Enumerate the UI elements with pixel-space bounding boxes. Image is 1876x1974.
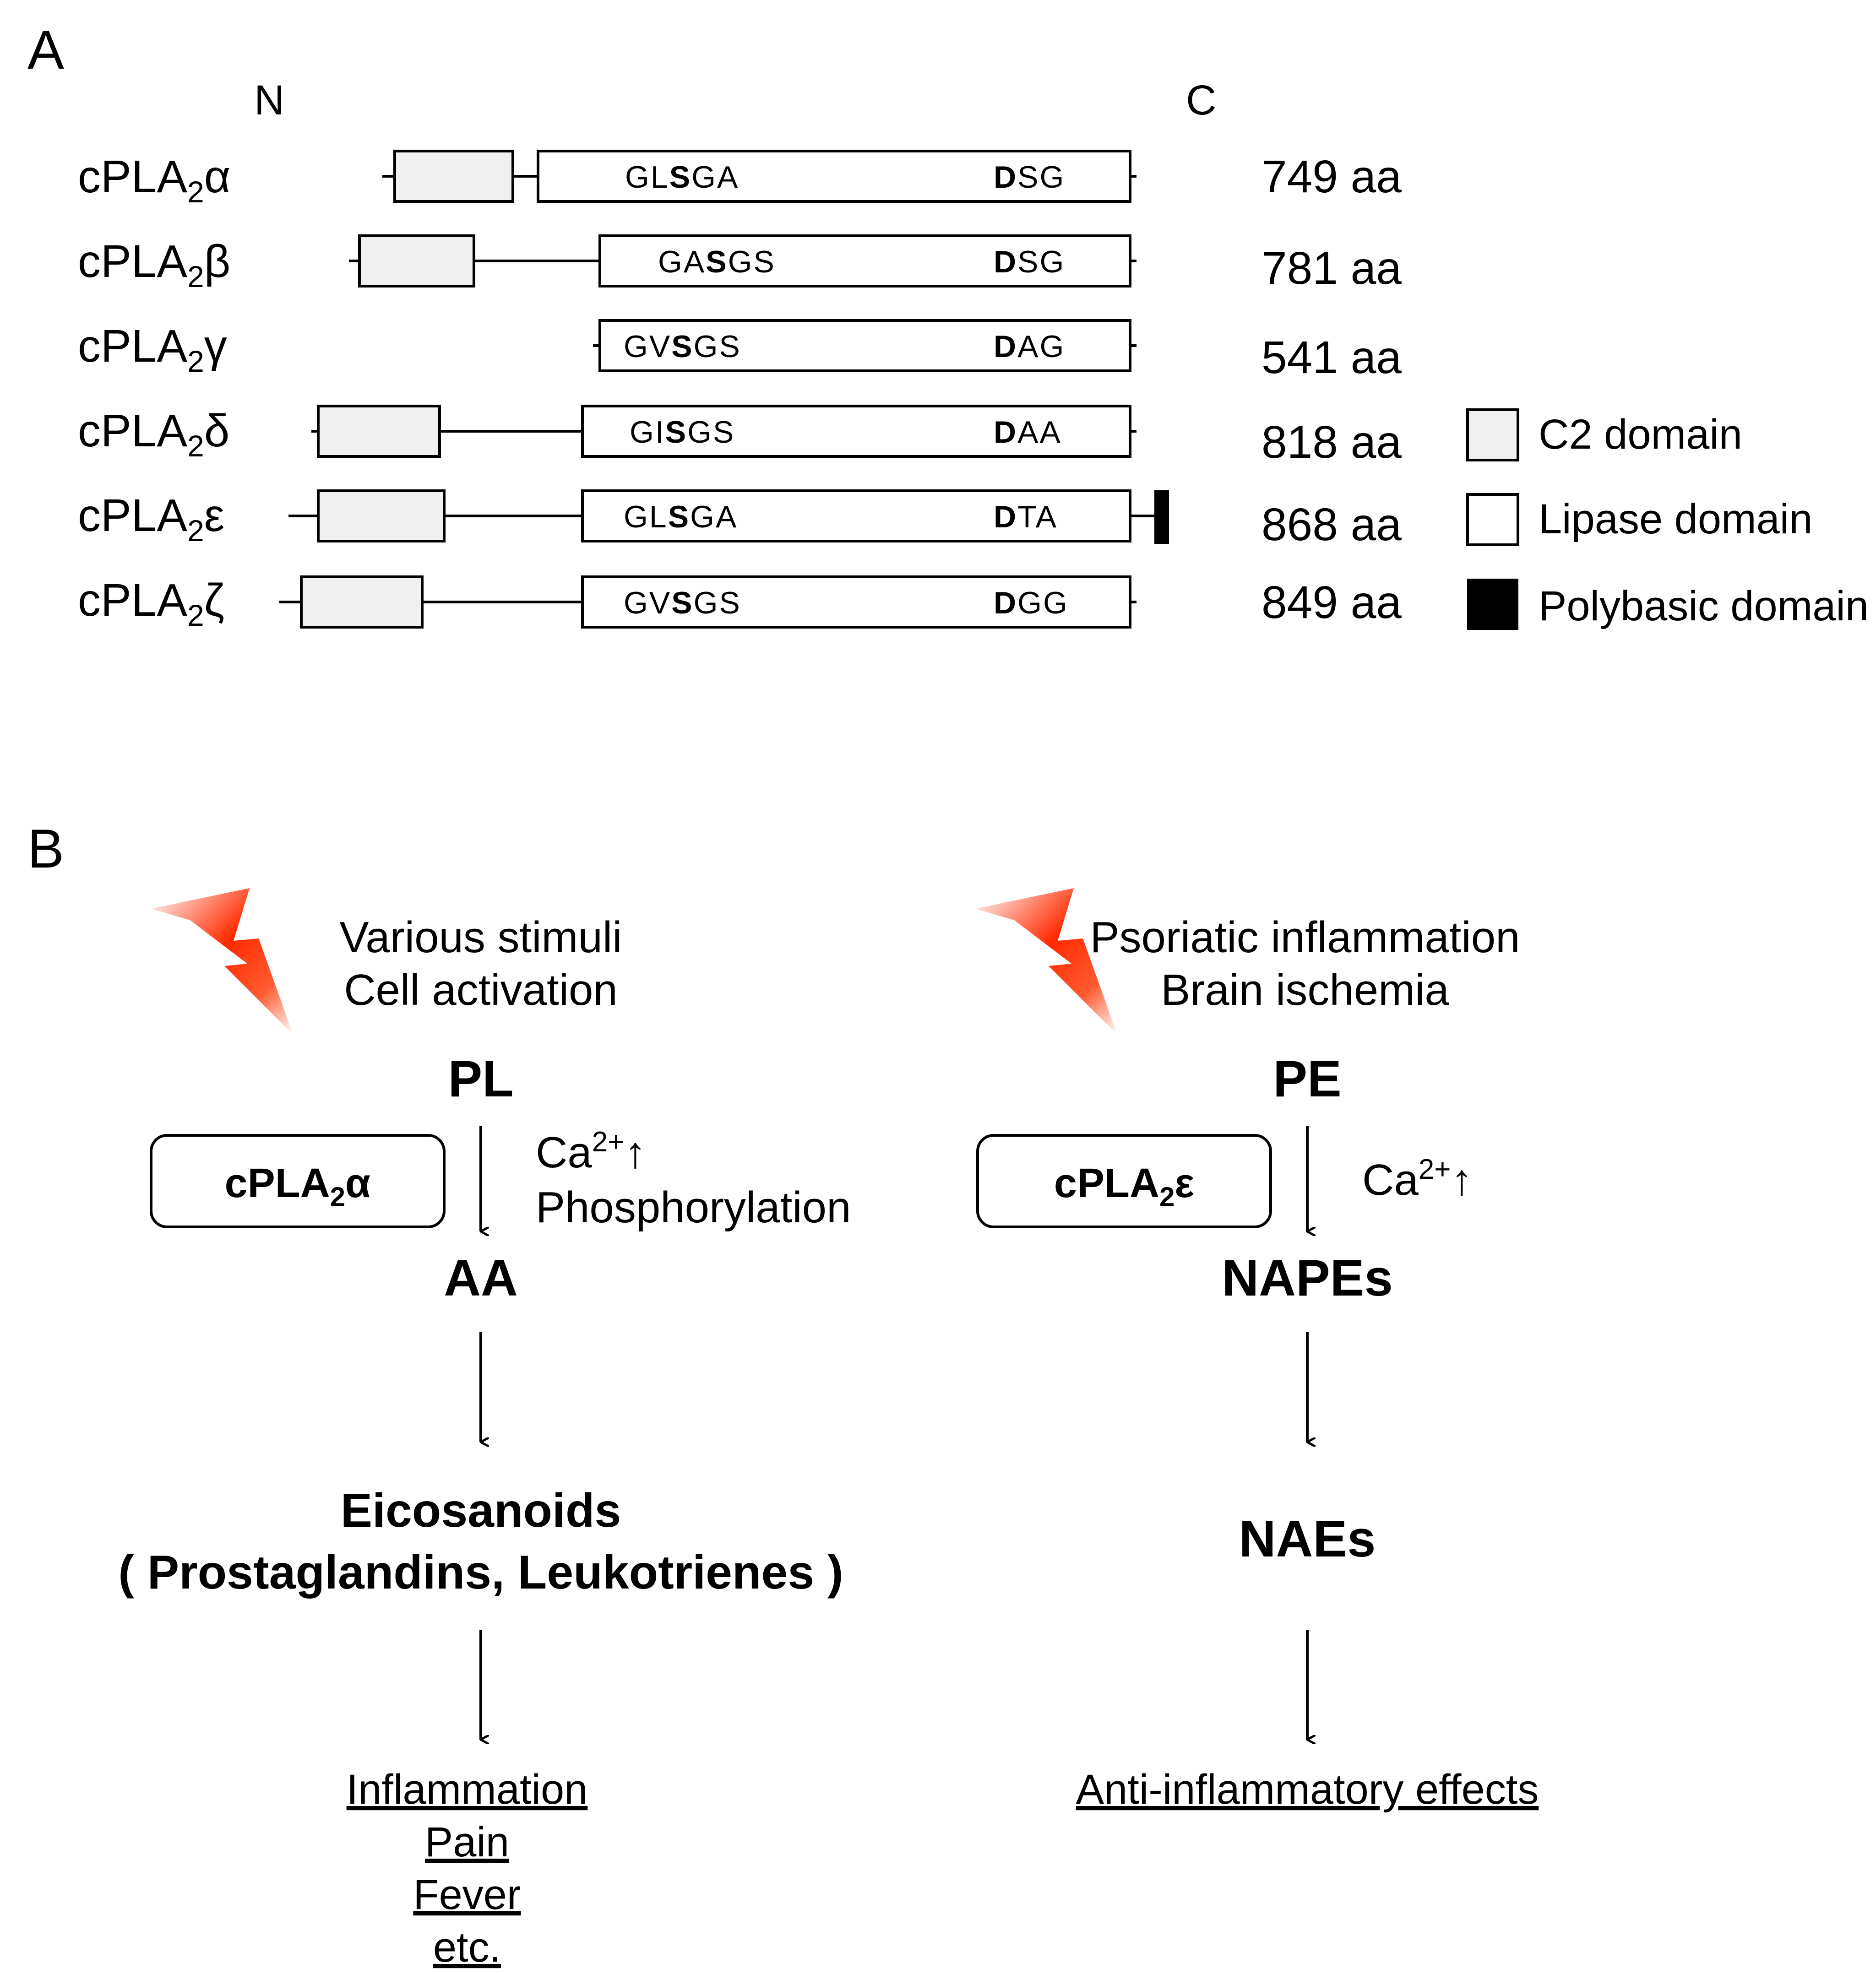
- protein-name-beta: cPLA2β: [78, 236, 230, 293]
- stimulus-left-1: Various stimuli: [339, 913, 622, 962]
- legend-c2-label: C2 domain: [1539, 411, 1742, 458]
- protein-row-epsilon: cPLA2ε GLSGA DTA 868 aa: [78, 489, 1402, 550]
- protein-name-zeta: cPLA2ζ: [78, 575, 224, 632]
- asp-motif-delta: DAA: [994, 415, 1062, 450]
- asp-motif-alpha: DSG: [994, 160, 1065, 195]
- length-delta: 818 aa: [1262, 417, 1402, 468]
- asp-motif-gamma: DAG: [994, 329, 1065, 364]
- stimulus-right-2: Brain ischemia: [1161, 965, 1449, 1014]
- substrate-pe: PE: [1273, 1050, 1341, 1107]
- effect-pain: Pain: [425, 1819, 509, 1866]
- length-alpha: 749 aa: [1262, 151, 1402, 202]
- lipase-domain-epsilon: [581, 489, 1131, 542]
- panel-b: B Various stimuli Cell activation PL cPL…: [27, 818, 1539, 1971]
- condition-calcium-right: Ca2+↑: [1362, 1154, 1473, 1204]
- c2-domain-epsilon: [317, 489, 446, 542]
- legend-polybasic-swatch: [1467, 579, 1518, 630]
- asp-motif-epsilon: DTA: [994, 499, 1058, 534]
- c2-domain-zeta: [300, 575, 424, 629]
- legend-polybasic-label: Polybasic domain: [1539, 583, 1869, 629]
- n-terminus-label: N: [254, 77, 284, 124]
- enzyme-label-cpla2-epsilon: cPLA2ε: [1054, 1161, 1194, 1212]
- gxsxg-motif-epsilon: GLSGA: [624, 499, 738, 534]
- lipase-domain-alpha: [537, 150, 1131, 203]
- gxsxg-motif-beta: GASGS: [658, 244, 776, 279]
- product-napes: NAPEs: [1222, 1249, 1392, 1307]
- condition-phosphorylation: Phosphorylation: [536, 1183, 851, 1232]
- eicosanoids-subtypes: ( Prostaglandins, Leukotrienes ): [118, 1546, 843, 1599]
- protein-name-epsilon: cPLA2ε: [78, 490, 224, 548]
- substrate-pl: PL: [448, 1050, 513, 1107]
- c2-domain-beta: [358, 234, 475, 287]
- length-gamma: 541 aa: [1262, 332, 1402, 383]
- c-terminus-label: C: [1186, 77, 1216, 124]
- lightning-bolt-icon: [151, 888, 293, 1035]
- pathway-left: Various stimuli Cell activation PL cPLA2…: [118, 888, 851, 1971]
- protein-row-alpha: cPLA2α GLSGA DSG 749 aa: [78, 150, 1402, 209]
- lipase-domain-zeta: [581, 575, 1131, 629]
- length-epsilon: 868 aa: [1262, 499, 1402, 550]
- condition-calcium-left: Ca2+↑: [536, 1126, 646, 1177]
- panel-b-letter: B: [27, 818, 64, 879]
- naes-label: NAEs: [1239, 1510, 1376, 1567]
- enzyme-label-cpla2-alpha: cPLA2α: [225, 1161, 371, 1212]
- protein-row-zeta: cPLA2ζ GVSGS DGG 849 aa: [78, 575, 1402, 632]
- protein-name-delta: cPLA2δ: [78, 405, 229, 463]
- asp-motif-beta: DSG: [994, 244, 1065, 279]
- eicosanoids-label: Eicosanoids: [341, 1484, 621, 1537]
- gxsxg-motif-gamma: GVSGS: [624, 329, 741, 364]
- enzyme-box-cpla2-epsilon: [976, 1134, 1272, 1228]
- effect-inflammation: Inflammation: [347, 1766, 588, 1813]
- legend-c2-swatch: [1466, 408, 1519, 461]
- legend-lipase-label: Lipase domain: [1539, 496, 1812, 542]
- protein-row-gamma: cPLA2γ GVSGS DAG 541 aa: [78, 319, 1402, 383]
- c2-domain-delta: [317, 405, 441, 458]
- asp-motif-zeta: DGG: [994, 586, 1069, 620]
- protein-row-delta: cPLA2δ GISGS DAA 818 aa: [78, 405, 1402, 468]
- domain-legend: C2 domain Lipase domain Polybasic domain: [1466, 408, 1869, 630]
- product-aa: AA: [444, 1249, 518, 1307]
- effect-etc: etc.: [433, 1924, 501, 1971]
- effect-fever: Fever: [413, 1871, 521, 1918]
- protein-name-alpha: cPLA2α: [78, 151, 231, 209]
- panel-a: A N C cPLA2α GLSGA DSG 749 aa cPLA2β GAS…: [27, 19, 1869, 632]
- gxsxg-motif-zeta: GVSGS: [624, 586, 741, 620]
- effect-anti-inflammatory: Anti-inflammatory effects: [1076, 1766, 1539, 1813]
- legend-lipase-swatch: [1466, 493, 1519, 546]
- pathway-right: Psoriatic inflammation Brain ischemia PE…: [975, 888, 1539, 1813]
- gxsxg-motif-alpha: GLSGA: [625, 160, 739, 195]
- length-zeta: 849 aa: [1262, 577, 1402, 628]
- lipase-domain-beta: [598, 234, 1131, 287]
- polybasic-domain-epsilon: [1154, 490, 1169, 544]
- protein-row-beta: cPLA2β GASGS DSG 781 aa: [78, 234, 1402, 294]
- stimulus-left-2: Cell activation: [344, 965, 618, 1014]
- lipase-domain-delta: [581, 405, 1131, 458]
- lightning-bolt-icon: [975, 888, 1117, 1035]
- c2-domain-alpha: [393, 150, 514, 203]
- protein-name-gamma: cPLA2γ: [78, 320, 227, 378]
- enzyme-box-cpla2-alpha: [150, 1134, 446, 1228]
- panel-a-letter: A: [27, 19, 64, 81]
- lipase-domain-gamma: [598, 319, 1131, 372]
- length-beta: 781 aa: [1262, 243, 1402, 294]
- gxsxg-motif-delta: GISGS: [630, 415, 735, 450]
- stimulus-right-1: Psoriatic inflammation: [1090, 913, 1520, 962]
